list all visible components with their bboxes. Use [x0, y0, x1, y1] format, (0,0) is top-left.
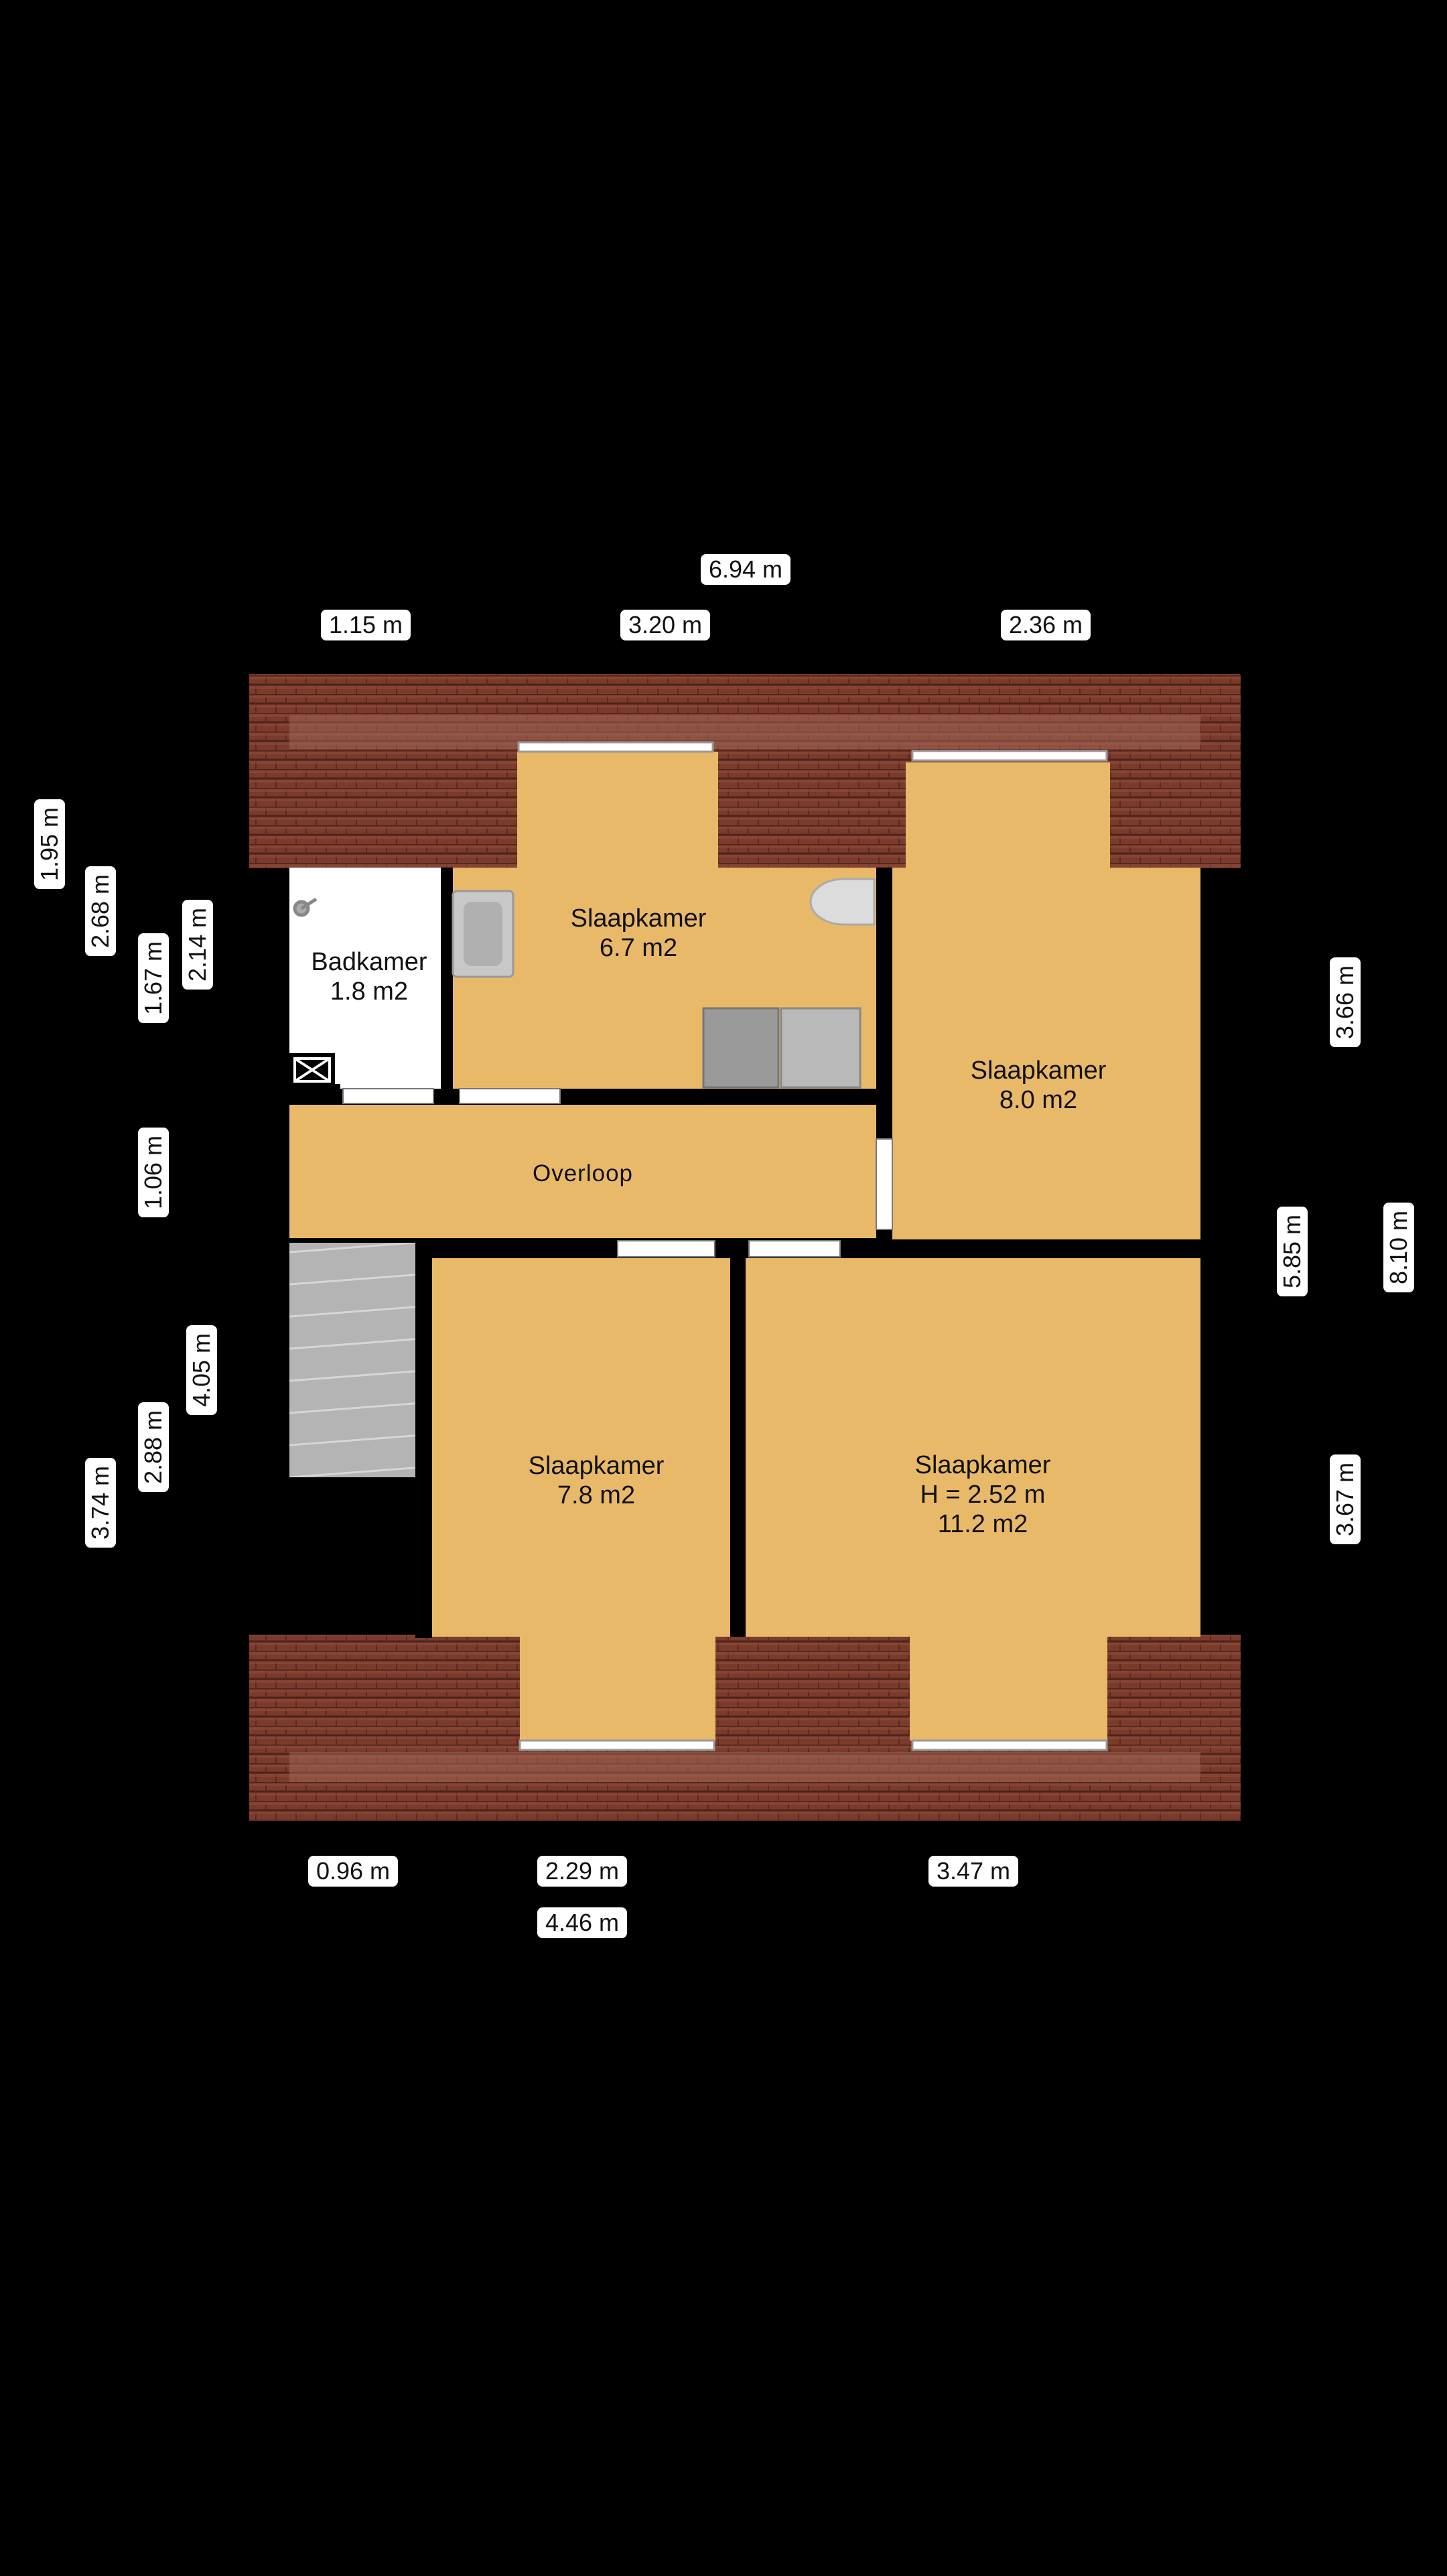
room-name: Badkamer	[311, 948, 427, 976]
window-sw	[519, 1739, 715, 1751]
dimension-left-8: 3.74 m	[85, 1457, 116, 1548]
door-nw	[459, 1088, 561, 1104]
room-slaapkamer-sw: Slaapkamer 7.8 m2	[529, 1451, 665, 1510]
floor-sw-bedroom	[432, 1258, 730, 1637]
dimension-bottom-total: 4.46 m	[537, 1907, 628, 1938]
wall-west-sw	[415, 1239, 432, 1638]
dimension-right-3: 8.10 m	[1383, 1202, 1414, 1293]
room-slaapkamer-se: Slaapkamer H = 2.52 m 11.2 m2	[915, 1450, 1051, 1539]
dimension-right-1: 3.66 m	[1330, 957, 1361, 1048]
cabinet-left	[702, 1007, 780, 1089]
roof-bottom-shade	[289, 1752, 1200, 1782]
window-nw	[517, 741, 714, 753]
window-ne	[911, 750, 1108, 762]
door-se	[748, 1240, 841, 1258]
dimension-left-7: 2.88 m	[138, 1402, 169, 1493]
dimension-left-1: 1.95 m	[34, 799, 65, 890]
room-slaapkamer-nw: Slaapkamer 6.7 m2	[571, 904, 707, 963]
doors	[342, 1088, 893, 1258]
floor-se-bedroom	[746, 1258, 1200, 1637]
dimension-left-4: 2.14 m	[182, 899, 213, 990]
floor-sw-dormer	[520, 1633, 715, 1741]
floor-ne-dormer	[906, 762, 1110, 870]
floor-landing	[289, 1104, 876, 1238]
floor-bathroom	[289, 868, 442, 1089]
wall-sw-se	[730, 1258, 746, 1637]
room-name: Slaapkamer	[914, 1451, 1051, 1479]
stairs	[289, 1243, 415, 1477]
sink-basin	[464, 902, 502, 966]
door-bath	[342, 1088, 434, 1104]
dimension-right-4: 3.67 m	[1330, 1454, 1361, 1545]
room-area: 8.0 m2	[999, 1086, 1078, 1114]
windows	[517, 741, 1108, 1751]
room-overloop: Overloop	[533, 1159, 633, 1189]
door-sw	[617, 1240, 715, 1258]
cabinet-right	[780, 1007, 862, 1089]
room-height: H = 2.52 m	[920, 1481, 1046, 1509]
shower-head	[293, 897, 318, 917]
room-area: 11.2 m2	[937, 1510, 1028, 1538]
room-area: 6.7 m2	[599, 934, 678, 962]
room-name: Overloop	[532, 1160, 634, 1187]
dimension-top-1: 1.15 m	[320, 610, 411, 640]
dimension-right-2: 5.85 m	[1277, 1206, 1308, 1297]
room-slaapkamer-ne: Slaapkamer 8.0 m2	[971, 1056, 1107, 1115]
room-name: Slaapkamer	[528, 1452, 665, 1480]
room-name: Slaapkamer	[970, 1057, 1107, 1085]
dimension-bottom-2: 2.29 m	[537, 1856, 628, 1887]
room-name: Slaapkamer	[570, 904, 707, 933]
roof-top-shade	[289, 716, 1200, 749]
dimension-left-6: 4.05 m	[186, 1325, 217, 1416]
dimension-top-total: 6.94 m	[700, 554, 791, 585]
dimension-left-3: 1.67 m	[138, 933, 169, 1024]
door-ne	[876, 1138, 893, 1230]
window-se	[911, 1739, 1108, 1751]
floor-nw-dormer	[517, 752, 718, 869]
boiler-box	[289, 1053, 335, 1087]
room-area: 1.8 m2	[330, 977, 409, 1006]
toilet	[809, 878, 876, 926]
room-badkamer: Badkamer 1.8 m2	[311, 947, 427, 1006]
floor-ne-bedroom	[891, 868, 1200, 1239]
dimension-bottom-3: 3.47 m	[928, 1856, 1019, 1887]
dimension-bottom-1: 0.96 m	[307, 1856, 399, 1887]
floor-se-dormer	[910, 1633, 1107, 1741]
room-area: 7.8 m2	[557, 1481, 636, 1509]
dimension-left-5: 1.06 m	[138, 1127, 169, 1218]
dimension-top-3: 2.36 m	[1000, 610, 1091, 640]
dimension-left-2: 2.68 m	[85, 866, 116, 957]
wall-bath-east	[441, 868, 453, 1099]
dimension-top-2: 3.20 m	[620, 610, 711, 640]
